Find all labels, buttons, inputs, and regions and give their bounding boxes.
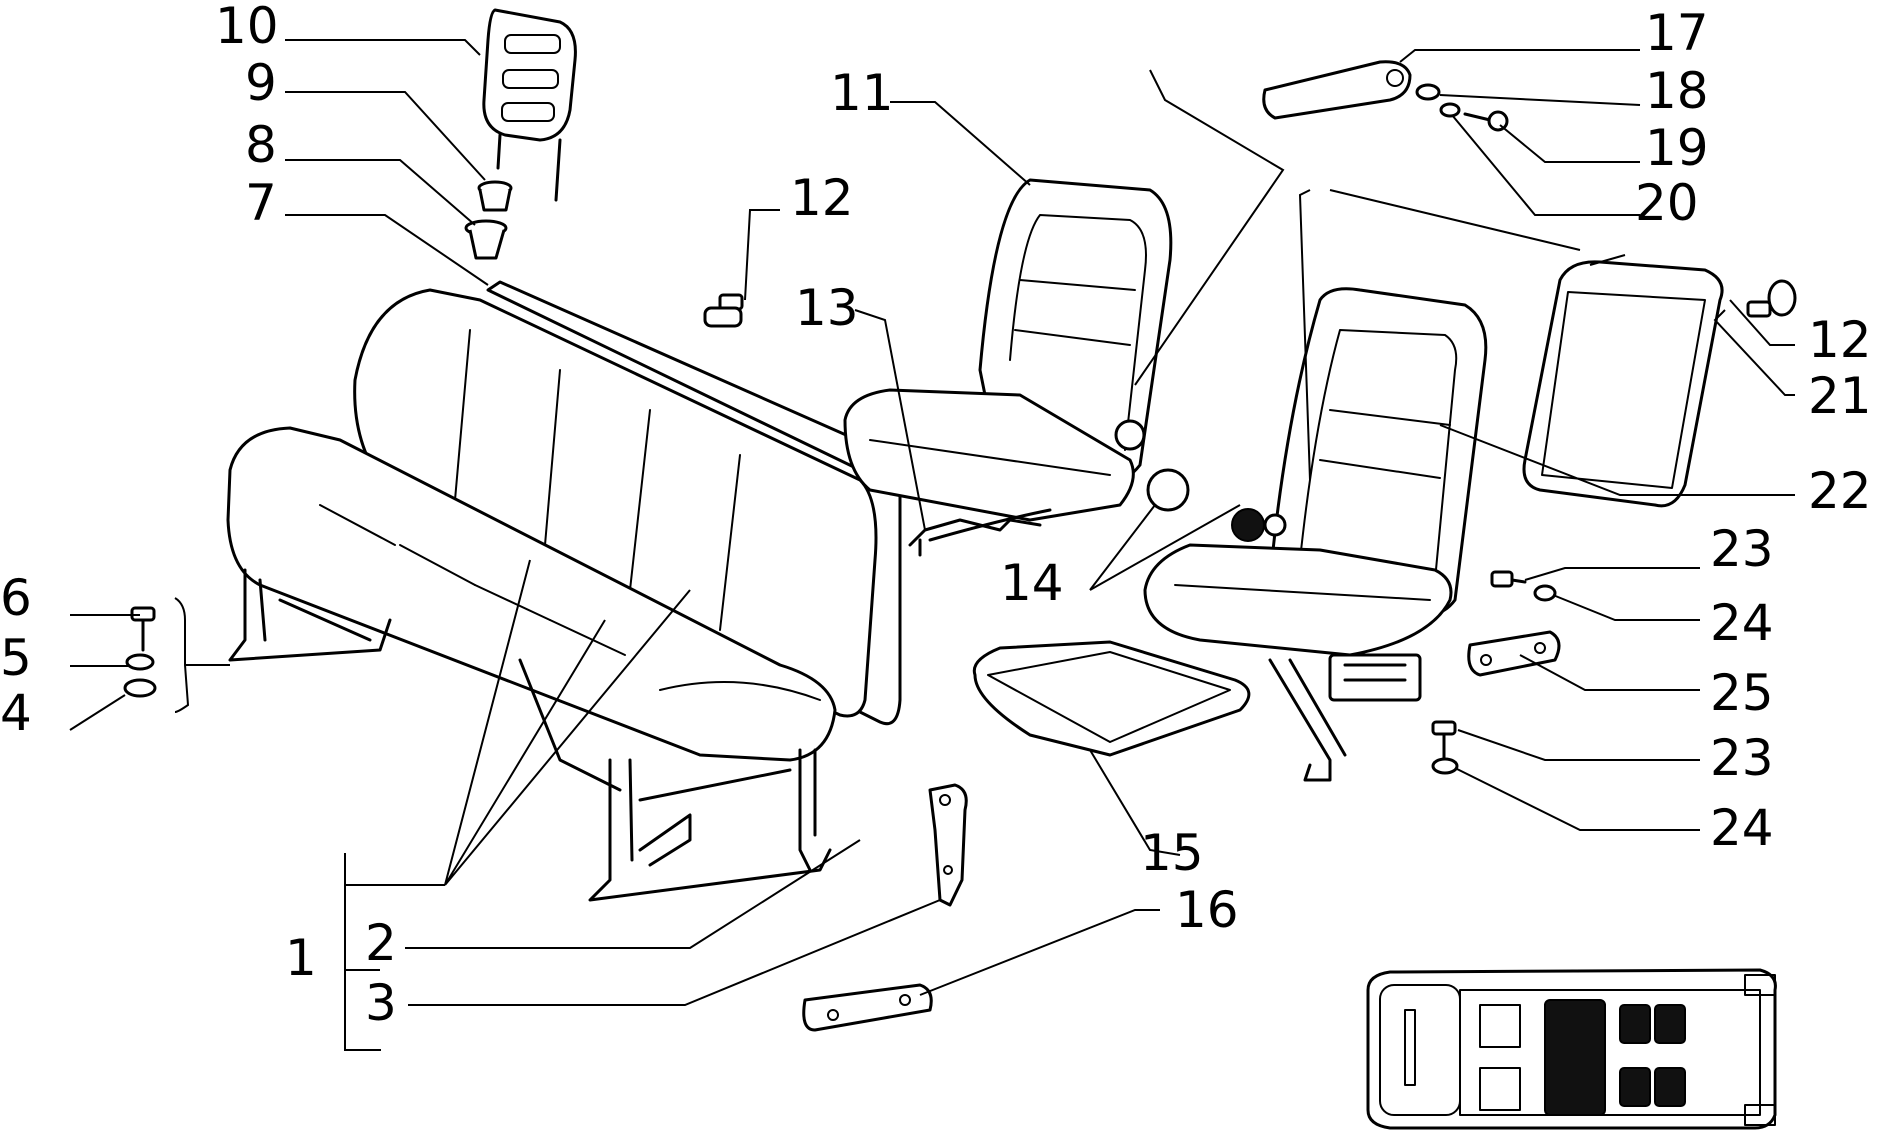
washer-18: [1415, 83, 1441, 101]
callout-25: 25: [1710, 664, 1774, 722]
screw-19: [1463, 110, 1509, 132]
bolt-6: [130, 606, 156, 652]
callout-9: 9: [245, 54, 277, 112]
screw-23-lower: [1431, 720, 1457, 760]
washer-4: [123, 678, 157, 698]
headrest-guide-8: [464, 219, 508, 260]
plug-12-left: [703, 293, 744, 328]
screw-23-upper: [1490, 570, 1527, 588]
bench-seat: [226, 280, 902, 902]
callout-14: 14: [1000, 554, 1064, 612]
callout-4: 4: [0, 684, 32, 742]
callout-6: 6: [0, 569, 32, 627]
callout-2: 2: [365, 914, 397, 972]
washer-24-lower: [1431, 757, 1459, 775]
callout-10: 10: [215, 0, 279, 55]
callout-16: 16: [1175, 881, 1239, 939]
armrest: [1262, 60, 1412, 120]
callout-20: 20: [1635, 174, 1699, 232]
leader-lines: [69, 39, 1795, 1051]
callout-12a: 12: [790, 169, 854, 227]
single-seat-lower: [1143, 287, 1488, 782]
callout-24a: 24: [1710, 594, 1774, 652]
callout-1: 1: [285, 929, 317, 987]
callout-24b: 24: [1710, 799, 1774, 857]
callout-3: 3: [365, 974, 397, 1032]
callout-numbers: 10 9 8 7 11 12 13 14 17 18 19 20 12 21 2…: [0, 0, 1872, 1032]
callout-19: 19: [1645, 119, 1709, 177]
callout-5: 5: [0, 629, 32, 687]
back-panel: [1522, 260, 1724, 508]
washer-24-upper: [1533, 584, 1557, 602]
callout-8: 8: [245, 116, 277, 174]
callout-7: 7: [245, 174, 277, 232]
callout-17: 17: [1645, 4, 1709, 62]
vehicle-location-thumbnail: [1366, 968, 1777, 1130]
callout-18: 18: [1645, 62, 1709, 120]
plug-12-right: [1746, 279, 1797, 318]
callout-15: 15: [1140, 824, 1204, 882]
callout-23a: 23: [1710, 520, 1774, 578]
washer-20: [1439, 102, 1461, 118]
callout-12b: 12: [1808, 311, 1872, 369]
mounting-bracket: [802, 983, 933, 1032]
callout-13: 13: [795, 279, 859, 337]
cushion-cover: [972, 640, 1251, 757]
headrest: [482, 8, 577, 202]
callout-22: 22: [1808, 462, 1872, 520]
bracket-25: [1467, 630, 1561, 677]
callout-11: 11: [830, 64, 894, 122]
washer-5: [125, 653, 155, 671]
seat-latch: [928, 783, 968, 907]
headrest-guide-9: [477, 180, 513, 212]
callout-23b: 23: [1710, 729, 1774, 787]
callout-21: 21: [1808, 367, 1872, 425]
